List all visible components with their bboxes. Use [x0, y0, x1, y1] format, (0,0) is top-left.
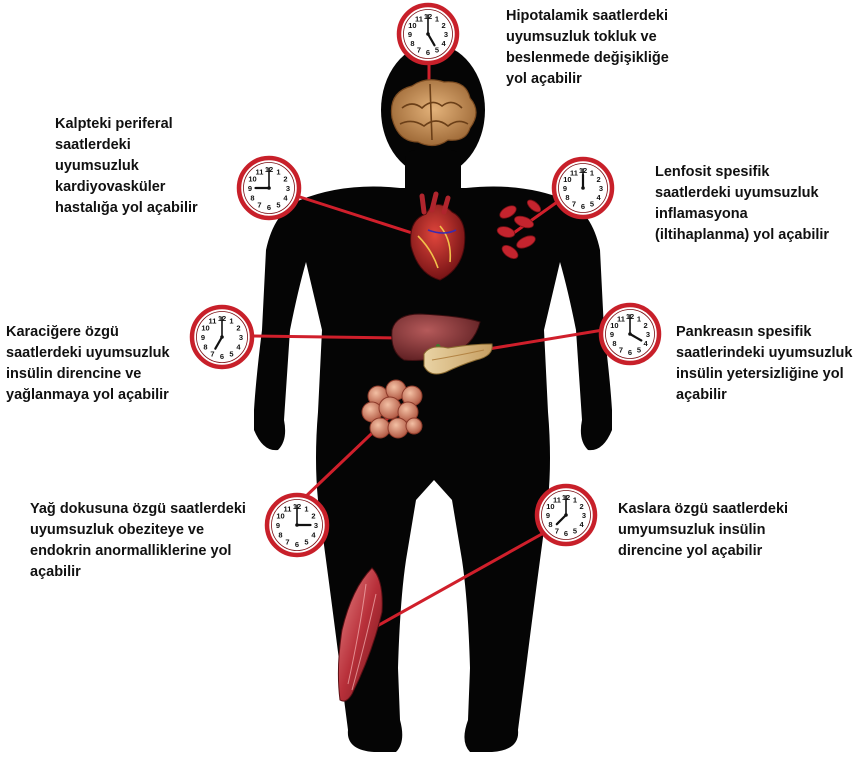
heart-caption: Kalpteki periferal saatlerdeki uyumsuzlu… — [55, 114, 245, 219]
clock-numeral: 1 — [276, 168, 280, 177]
human-silhouette — [254, 44, 612, 752]
fat-tissue-icon — [362, 380, 422, 438]
clock-numeral: 6 — [220, 352, 224, 361]
clock-numeral: 9 — [408, 30, 412, 39]
clock-numeral: 9 — [563, 184, 567, 193]
clock-numeral: 8 — [612, 339, 616, 348]
clock-numeral: 6 — [267, 203, 271, 212]
clock-numeral: 11 — [415, 14, 423, 23]
clock-numeral: 2 — [580, 502, 584, 511]
clock-numeral: 6 — [426, 48, 430, 57]
clock-numeral: 8 — [565, 193, 569, 202]
clock-numeral: 3 — [444, 30, 448, 39]
clock-numeral: 9 — [610, 330, 614, 339]
clock-numeral: 1 — [637, 314, 641, 323]
clock-icon: 121234567891011 — [192, 307, 252, 367]
clock-numeral: 5 — [229, 350, 233, 359]
clock-numeral: 9 — [546, 511, 550, 520]
clock-icon: 121234567891011 — [601, 305, 659, 363]
pancreas-caption: Pankreasın spesifik saatlerindeki uyumsu… — [676, 322, 862, 406]
clock-numeral: 6 — [564, 529, 568, 538]
clock-numeral: 1 — [590, 168, 594, 177]
clock-numeral: 1 — [229, 317, 233, 326]
clock-numeral: 6 — [295, 540, 299, 549]
clock-numeral: 9 — [276, 521, 280, 530]
clock-numeral: 11 — [553, 495, 561, 504]
clock-numeral: 1 — [304, 505, 308, 514]
clock-numeral: 11 — [256, 168, 264, 177]
clock-numeral: 3 — [286, 184, 290, 193]
clock-numeral: 6 — [628, 348, 632, 357]
clock-numeral: 6 — [581, 202, 585, 211]
clock-numeral: 7 — [572, 200, 576, 209]
clock-numeral: 2 — [236, 324, 240, 333]
clock-numeral: 2 — [283, 175, 287, 184]
clock-numeral: 8 — [410, 39, 414, 48]
clock-numeral: 5 — [573, 527, 577, 536]
clock-numeral: 11 — [284, 505, 292, 514]
clock-numeral: 3 — [599, 184, 603, 193]
clock-numeral: 9 — [248, 184, 252, 193]
lymphocyte-caption: Lenfosit spesifik saatlerdeki uyumsuzluk… — [655, 162, 860, 246]
clock-numeral: 3 — [646, 330, 650, 339]
clock-numeral: 2 — [442, 21, 446, 30]
clock-numeral: 8 — [278, 531, 282, 540]
clock-numeral: 5 — [435, 46, 439, 55]
clock-icon: 121234567891011 — [239, 158, 299, 218]
clock-numeral: 5 — [304, 538, 308, 547]
clock-numeral: 2 — [597, 175, 601, 184]
clock-numeral: 7 — [257, 201, 261, 210]
clock-numeral: 2 — [644, 321, 648, 330]
clock-numeral: 7 — [619, 346, 623, 355]
clock-numeral: 7 — [417, 46, 421, 55]
muscle-caption: Kaslara özgü saatlerdeki umyumsuzluk ins… — [618, 499, 838, 562]
clock-icon: 121234567891011 — [267, 495, 327, 555]
clock-numeral: 9 — [201, 333, 205, 342]
hypothalamus-caption: Hipotalamik saatlerdeki uyumsuzluk toklu… — [506, 6, 846, 90]
clock-numeral: 3 — [314, 521, 318, 530]
clock-numeral: 8 — [250, 194, 254, 203]
clock-numeral: 1 — [435, 14, 439, 23]
clock-numeral: 7 — [555, 527, 559, 536]
clock-icon: 121234567891011 — [554, 159, 612, 217]
liver-caption: Karaciğere özgü saatlerdeki uyumsuzluk i… — [6, 322, 196, 406]
clock-numeral: 5 — [590, 200, 594, 209]
clock-numeral: 2 — [311, 512, 315, 521]
clock-icon: 121234567891011 — [399, 5, 457, 63]
clock-numeral: 3 — [582, 511, 586, 520]
clock-numeral: 1 — [573, 495, 577, 504]
clock-icon: 121234567891011 — [537, 486, 595, 544]
connector-liver — [251, 336, 400, 338]
clock-numeral: 11 — [617, 314, 625, 323]
brain-icon — [391, 80, 476, 146]
clock-numeral: 3 — [239, 333, 243, 342]
fat-tissue-caption: Yağ dokusuna özgü saatlerdeki uyumsuzluk… — [30, 499, 270, 583]
clock-numeral: 8 — [548, 520, 552, 529]
clock-numeral: 7 — [285, 538, 289, 547]
clock-numeral: 5 — [637, 346, 641, 355]
clock-numeral: 7 — [210, 350, 214, 359]
clock-numeral: 8 — [203, 343, 207, 352]
clock-numeral: 11 — [570, 168, 578, 177]
clock-numeral: 5 — [276, 201, 280, 210]
clock-numeral: 11 — [209, 317, 217, 326]
